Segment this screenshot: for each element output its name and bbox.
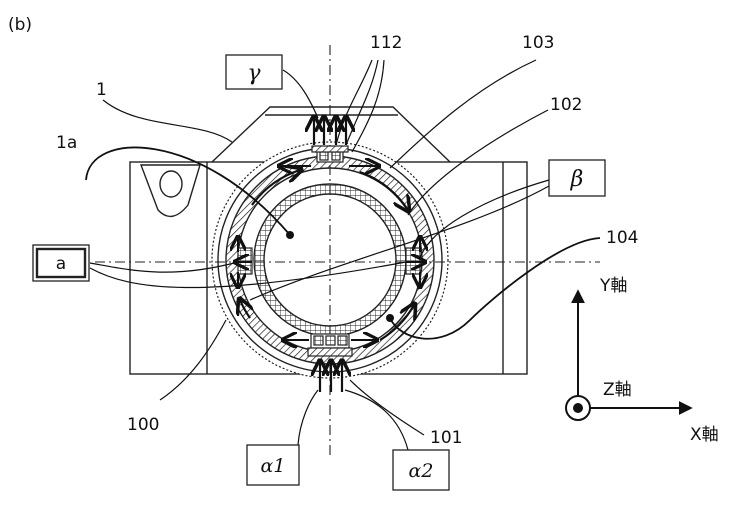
rotation-arrows (240, 170, 414, 341)
leader-a-1 (89, 261, 239, 273)
x-axis-label: X軸 (690, 425, 719, 445)
grip-circle (159, 170, 183, 198)
leader-beta-1 (419, 179, 550, 259)
box-a: a (32, 244, 90, 282)
box-gamma: γ (225, 54, 283, 90)
svg-text:α1: α1 (261, 455, 286, 477)
axis-indicator: Y軸 Z軸 X軸 (565, 276, 719, 445)
force-arrows-bottom (320, 362, 342, 392)
force-arrows-top (314, 118, 346, 145)
svg-text:a: a (56, 254, 66, 274)
svg-text:α2: α2 (409, 460, 434, 482)
ref-label-1a: 1a (56, 133, 77, 153)
leader-lines (85, 59, 601, 451)
ref-label-102: 102 (550, 95, 582, 115)
ref-label-104: 104 (606, 228, 638, 248)
box-alpha2: α2 (392, 449, 450, 491)
ref-label-103: 103 (522, 33, 554, 53)
leader-104 (389, 237, 601, 340)
ref-label-101: 101 (430, 428, 462, 448)
leader-112b (345, 59, 379, 146)
svg-text:β: β (570, 167, 584, 192)
top-housing (211, 106, 451, 163)
ref-label-112: 112 (370, 33, 402, 53)
leader-gamma (282, 69, 319, 119)
leader-1a (85, 146, 291, 236)
leader-100 (159, 319, 227, 401)
side-arrows (236, 238, 424, 286)
z-axis-label: Z軸 (603, 380, 632, 400)
leader-beta-2 (249, 185, 550, 301)
leader-112a (335, 59, 373, 146)
leader-1 (102, 99, 233, 143)
box-alpha1: α1 (246, 444, 300, 486)
leader-112c (351, 59, 385, 153)
leader-103 (389, 59, 537, 169)
leader-a-2 (89, 261, 407, 289)
y-axis-label: Y軸 (599, 276, 627, 296)
grip-shape (139, 164, 201, 218)
leader-101 (349, 379, 425, 436)
actuator-bottom (307, 333, 353, 357)
leader-alpha1 (297, 389, 319, 446)
svg-text:γ: γ (247, 61, 261, 86)
leader-102 (407, 109, 549, 216)
ref-label-1: 1 (96, 80, 107, 100)
panel-label: (b) (8, 15, 32, 35)
ref-label-100: 100 (127, 415, 159, 435)
box-beta: β (548, 159, 606, 197)
actuator-top (311, 145, 349, 163)
leader-alpha2 (344, 389, 409, 451)
z-axis-dot (573, 403, 583, 413)
